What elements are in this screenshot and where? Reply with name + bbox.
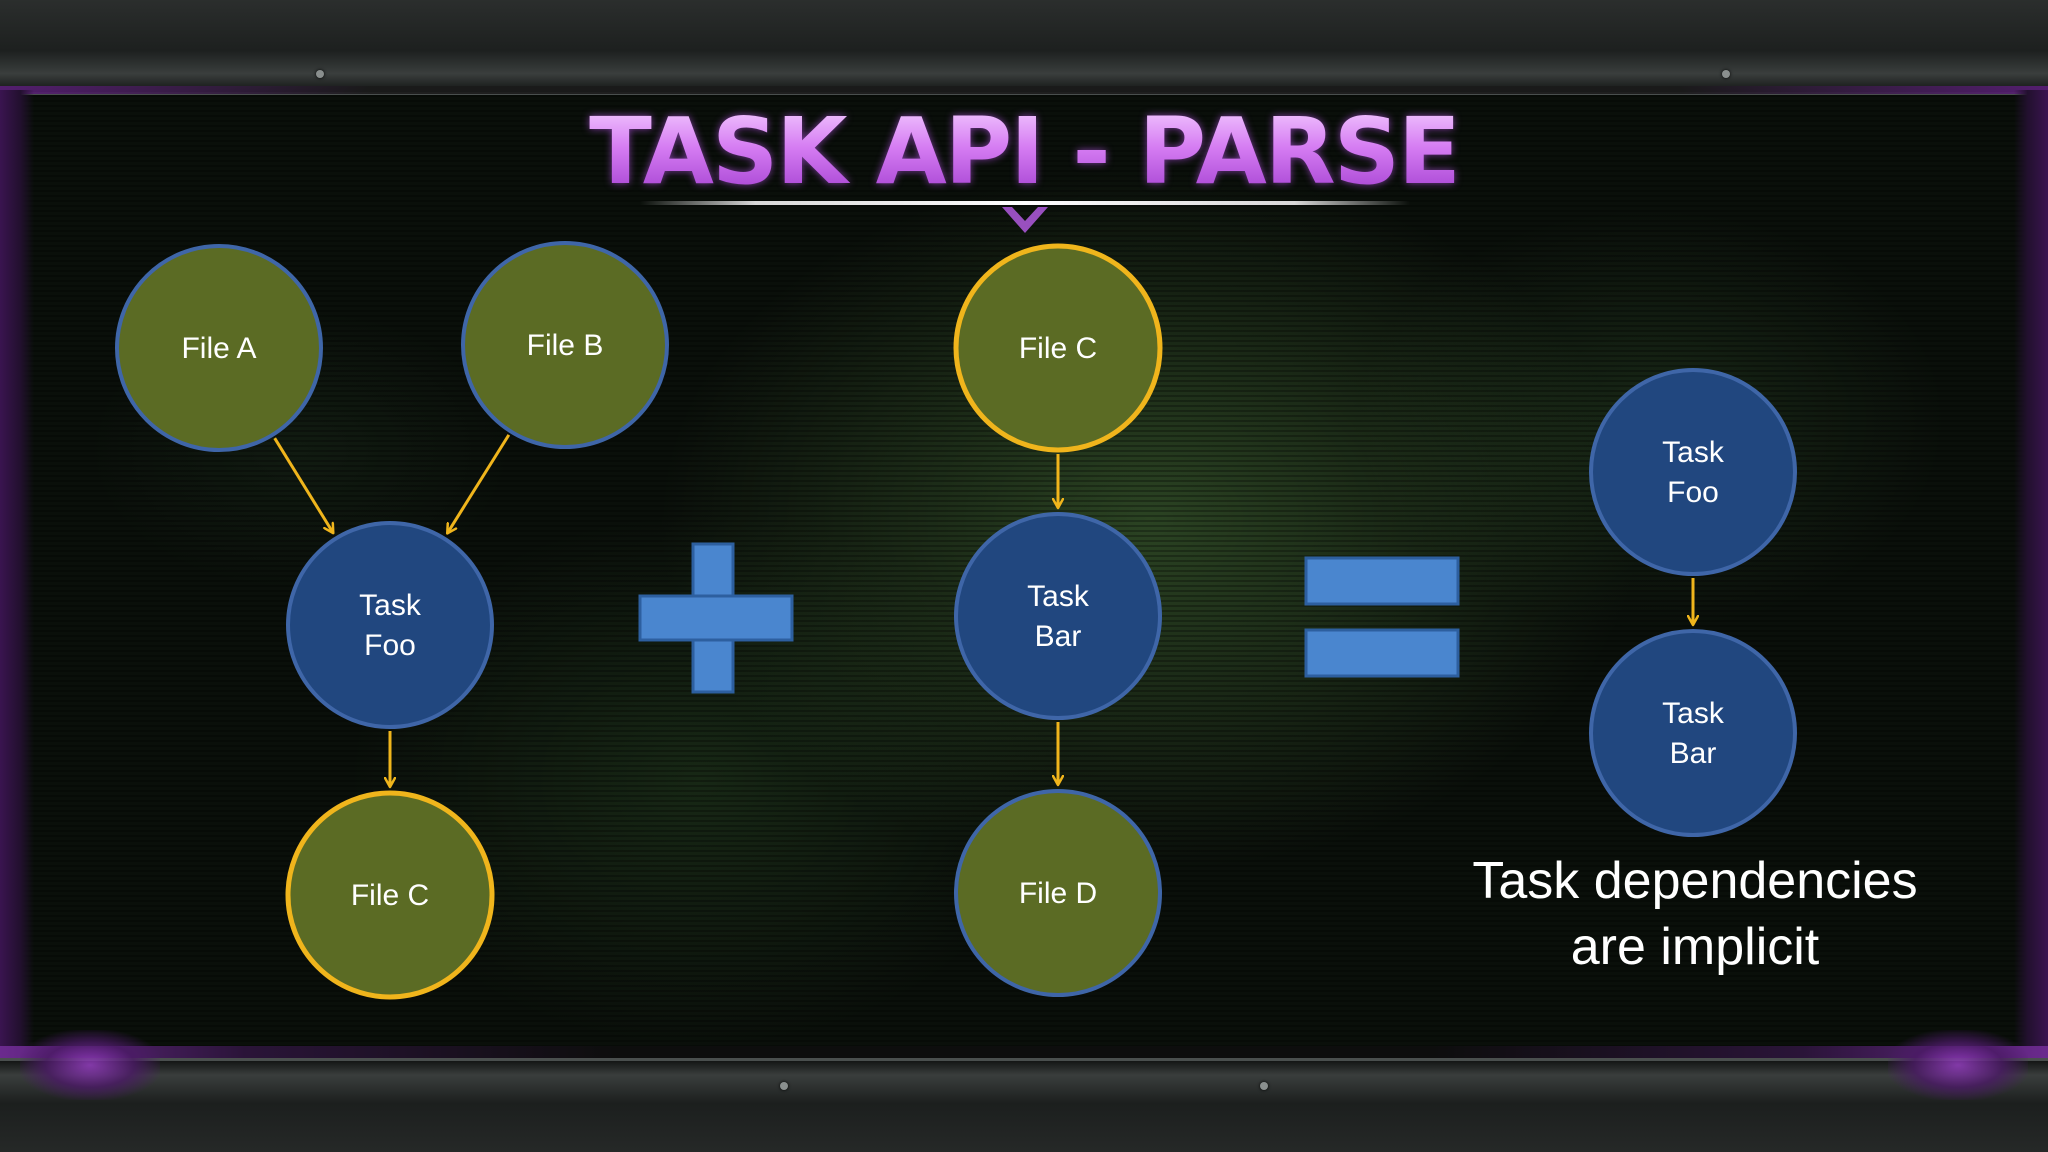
frame-right xyxy=(2014,90,2048,1060)
node-g2-file-c: File C xyxy=(953,243,1163,453)
frame-top-rim xyxy=(0,86,2048,94)
title-underline xyxy=(640,201,1410,205)
node-g1-file-a: File A xyxy=(115,244,323,452)
node-label: Task xyxy=(1027,580,1090,613)
node-g2-file-d: File D xyxy=(954,789,1162,997)
title-ornament-icon xyxy=(1002,207,1048,233)
rivet xyxy=(316,70,324,78)
edge-g1-file-b-to-g1-task-foo xyxy=(445,434,511,534)
equals-icon xyxy=(1304,556,1460,678)
rivet xyxy=(1260,1082,1268,1090)
node-label: File B xyxy=(527,329,604,362)
plus-icon xyxy=(638,542,794,694)
corner-ornament xyxy=(20,1030,160,1100)
node-label: File D xyxy=(1019,877,1097,910)
node-circle xyxy=(953,243,1163,453)
node-label: Foo xyxy=(1667,476,1719,509)
frame-bottom xyxy=(0,1058,2048,1152)
operators-layer xyxy=(638,542,1460,694)
caption: Task dependencies are implicit xyxy=(1380,848,2010,980)
node-label: File C xyxy=(351,879,429,912)
node-label: Bar xyxy=(1670,737,1717,770)
corner-ornament xyxy=(1888,1030,2028,1100)
node-label: File A xyxy=(181,332,256,365)
node-circle xyxy=(954,789,1162,997)
node-circle xyxy=(954,512,1162,720)
node-g1-file-b: File B xyxy=(461,241,669,449)
node-g1-file-c: File C xyxy=(285,790,495,1000)
node-circle xyxy=(285,790,495,1000)
node-circle xyxy=(286,521,494,729)
rivet xyxy=(780,1082,788,1090)
frame-bottom-rim xyxy=(0,1046,2048,1060)
rivet xyxy=(1722,70,1730,78)
node-label: Task xyxy=(1662,697,1725,730)
edge-g1-file-a-to-g1-task-foo xyxy=(273,437,335,533)
caption-line-1: Task dependencies xyxy=(1472,852,1918,910)
node-circle xyxy=(1589,629,1797,837)
node-label: Task xyxy=(1662,436,1725,469)
node-label: File C xyxy=(1019,332,1097,365)
node-circle xyxy=(461,241,669,449)
page-title: TASK API - PARSE xyxy=(0,106,2048,198)
caption-line-2: are implicit xyxy=(1570,918,1820,976)
node-label: Task xyxy=(359,589,422,622)
node-label: Bar xyxy=(1035,620,1082,653)
node-label: Foo xyxy=(364,629,416,662)
frame-left xyxy=(0,90,34,1060)
node-circle xyxy=(1589,368,1797,576)
edges-layer xyxy=(273,434,1693,787)
node-circle xyxy=(115,244,323,452)
